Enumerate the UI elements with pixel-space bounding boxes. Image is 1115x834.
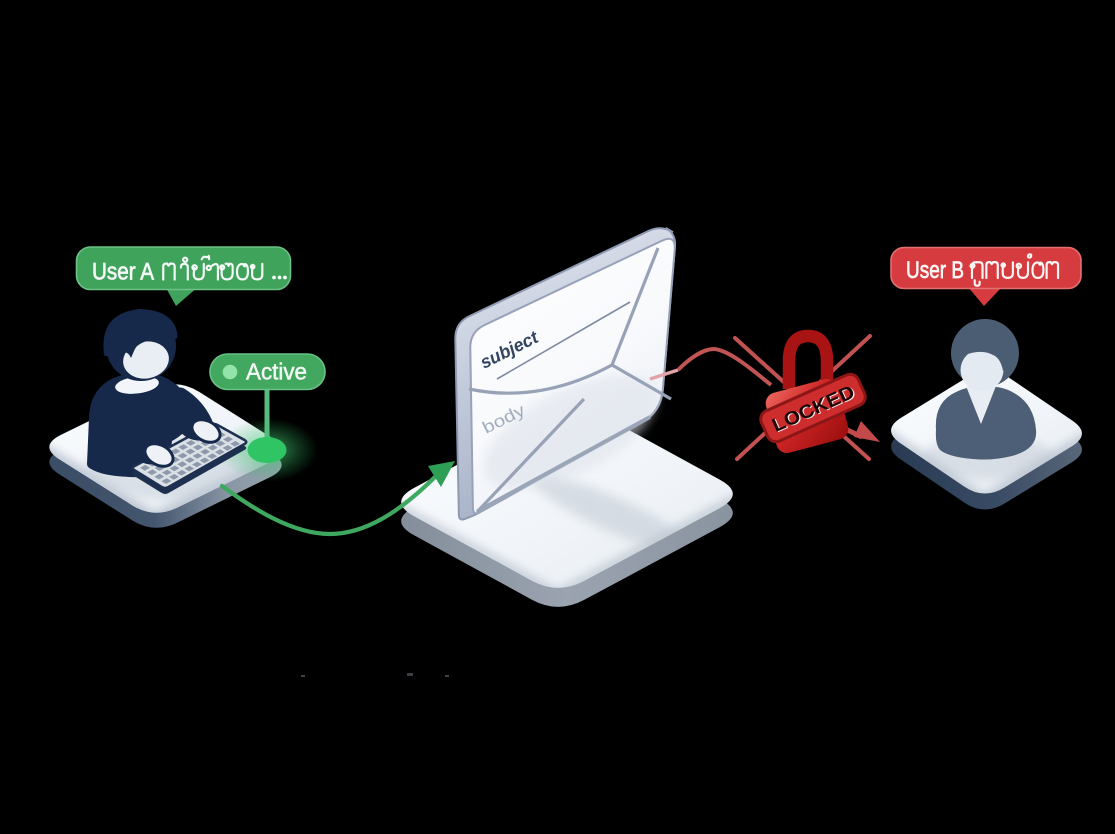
svg-text:User B: User B: [906, 257, 964, 284]
svg-text:Active: Active: [246, 359, 307, 385]
svg-text:User A: User A: [92, 259, 154, 286]
